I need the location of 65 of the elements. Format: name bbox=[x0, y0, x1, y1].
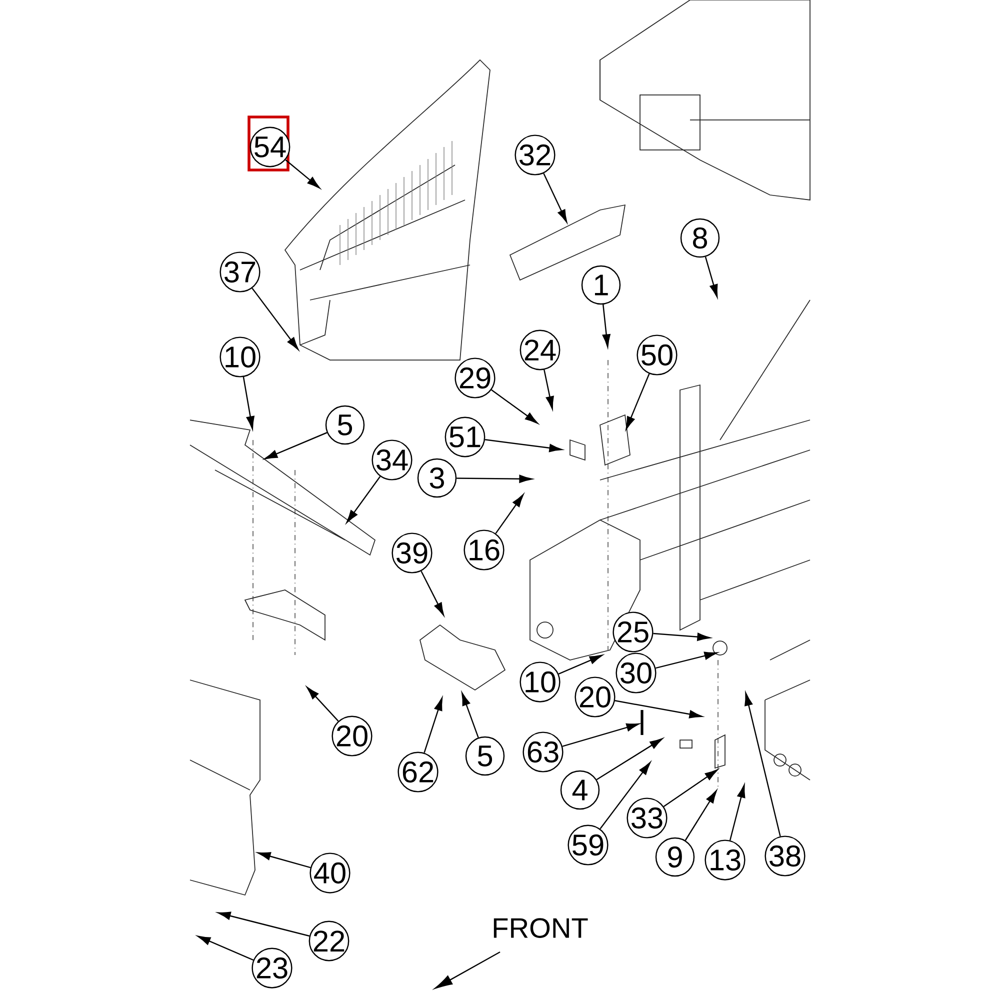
callout-number: 24 bbox=[520, 330, 560, 370]
leader-line bbox=[218, 912, 310, 937]
leader-line bbox=[242, 376, 254, 430]
callout-number: 29 bbox=[454, 358, 496, 398]
callout-number: 20 bbox=[332, 716, 372, 756]
callout-number: 3 bbox=[417, 458, 457, 498]
leader-line bbox=[626, 374, 650, 430]
leader-line bbox=[258, 852, 311, 868]
leader-line bbox=[653, 632, 710, 641]
callout-number: 1 bbox=[581, 265, 621, 305]
leader-line bbox=[729, 784, 746, 840]
leader-line bbox=[306, 686, 339, 722]
callout-number: 20 bbox=[574, 676, 616, 718]
callout-number: 40 bbox=[310, 852, 350, 894]
leader-line bbox=[600, 762, 651, 830]
direction-label: FRONT bbox=[494, 918, 588, 938]
leader-line bbox=[491, 389, 538, 424]
leader-line bbox=[558, 654, 603, 675]
callout-number: 23 bbox=[252, 948, 292, 988]
callout-number: 4 bbox=[560, 770, 600, 810]
callout-number: 50 bbox=[636, 334, 678, 376]
callout-number: 51 bbox=[444, 416, 486, 458]
callout-number: 9 bbox=[655, 837, 695, 877]
leader-line bbox=[462, 692, 479, 738]
leader-line bbox=[663, 769, 718, 808]
callout-number: 22 bbox=[308, 920, 350, 962]
leader-line bbox=[346, 476, 381, 523]
leader-line bbox=[420, 570, 444, 616]
leader-line bbox=[602, 304, 610, 348]
leader-line bbox=[198, 936, 254, 961]
callout-number: 5 bbox=[325, 405, 365, 445]
callout-number: 5 bbox=[465, 736, 505, 776]
callout-number: 34 bbox=[372, 440, 412, 480]
callout-number: 25 bbox=[612, 612, 654, 652]
leader-line bbox=[484, 439, 562, 452]
callout-number: 63 bbox=[522, 732, 564, 772]
leader-line bbox=[596, 738, 663, 780]
leader-line bbox=[562, 723, 640, 747]
leader-line bbox=[656, 652, 718, 669]
callout-number: 37 bbox=[220, 252, 260, 292]
callout-number: 33 bbox=[626, 798, 668, 838]
callout-number: 10 bbox=[520, 662, 560, 702]
callout-number: 13 bbox=[704, 840, 746, 880]
leader-line bbox=[744, 692, 781, 836]
callout-number: 39 bbox=[392, 532, 432, 574]
callout-number: 8 bbox=[680, 218, 720, 258]
leader-line bbox=[495, 494, 524, 534]
callout-number: 38 bbox=[764, 836, 806, 876]
leader-line bbox=[543, 173, 568, 223]
callout-number: 10 bbox=[220, 336, 260, 378]
callout-number: 16 bbox=[464, 530, 504, 570]
leader-line bbox=[456, 474, 532, 483]
leader-line bbox=[684, 790, 717, 841]
callout-number: 59 bbox=[568, 824, 608, 866]
leader-line bbox=[264, 432, 328, 460]
leader-line bbox=[614, 700, 702, 718]
leader-line bbox=[544, 370, 554, 410]
leader-line bbox=[252, 288, 299, 350]
callout-number: 54 bbox=[250, 126, 290, 168]
leader-line bbox=[285, 159, 320, 188]
leader-line bbox=[704, 256, 718, 298]
callout-number: 30 bbox=[616, 652, 656, 694]
callout-number: 62 bbox=[398, 752, 438, 792]
leader-line bbox=[424, 698, 443, 753]
callout-number: 32 bbox=[514, 134, 556, 176]
